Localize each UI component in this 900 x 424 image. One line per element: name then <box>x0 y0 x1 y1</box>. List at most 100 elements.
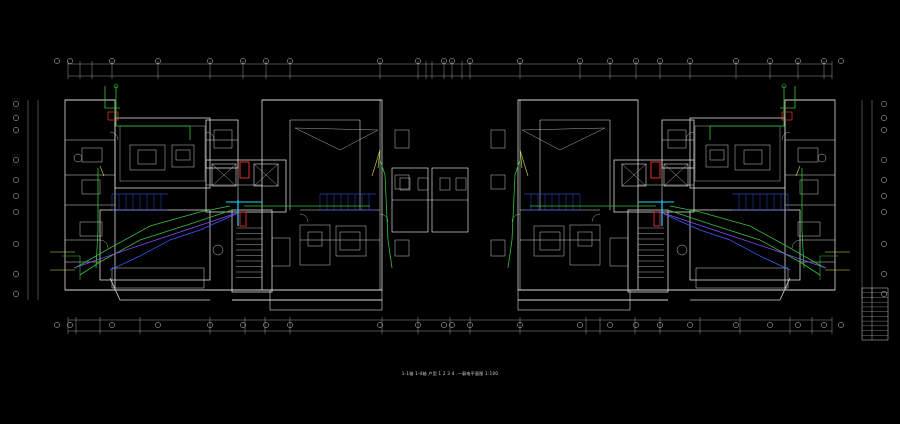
furniture-piece <box>171 144 195 168</box>
door-swing <box>379 213 389 223</box>
axis-bubble <box>795 322 801 328</box>
cable-run <box>95 168 99 269</box>
junction-box <box>781 111 793 121</box>
axis-bubble <box>240 322 246 328</box>
furniture-piece <box>335 225 367 257</box>
axis-bubble <box>467 322 473 328</box>
axis-bubble <box>155 58 161 64</box>
furniture-piece <box>490 239 506 257</box>
axis-bubble <box>881 177 887 183</box>
axis-bubble <box>795 58 801 64</box>
dimension-lines <box>27 61 873 334</box>
wall-line <box>663 163 689 187</box>
cable-run <box>795 165 801 177</box>
wall-rect <box>111 267 205 289</box>
wall-line <box>109 277 121 301</box>
axis-bubble <box>657 322 663 328</box>
wall-rect <box>205 119 239 169</box>
axis-bubble <box>207 58 213 64</box>
furniture-piece <box>394 239 410 257</box>
wall-line <box>779 277 791 301</box>
axis-bubble <box>67 58 73 64</box>
cable-run <box>371 149 381 177</box>
furniture-piece <box>137 149 157 165</box>
wall-line <box>521 127 606 131</box>
wall-rect <box>269 289 383 311</box>
axis-bubble <box>607 322 613 328</box>
wall-rect <box>64 99 116 291</box>
wall-line <box>521 129 561 151</box>
wall-outlines <box>50 83 850 311</box>
fixture-circle <box>676 244 688 256</box>
wall-rect <box>211 163 237 187</box>
central-core <box>391 167 469 233</box>
axis-bubble <box>657 58 663 64</box>
furniture-piece <box>734 144 771 171</box>
furniture-piece <box>271 237 291 267</box>
axis-bubble <box>881 209 887 215</box>
wall-rect <box>694 125 781 182</box>
fixture-circle <box>212 244 224 256</box>
axis-bubble <box>287 58 293 64</box>
axis-bubble <box>13 209 19 215</box>
wall-line <box>294 127 341 151</box>
wall-line <box>621 163 647 187</box>
axis-bubble <box>607 58 613 64</box>
furniture-piece <box>79 221 103 237</box>
fixture-circle <box>73 153 83 163</box>
junction-box <box>653 211 661 227</box>
furniture-piece <box>743 149 763 165</box>
wall-rect <box>114 117 211 189</box>
outlet-symbol <box>781 83 787 89</box>
axis-bubble <box>881 271 887 277</box>
wall-line <box>253 163 279 187</box>
axis-bubble <box>733 322 739 328</box>
axis-bubble <box>67 322 73 328</box>
axis-bubble <box>838 58 844 64</box>
cable-run <box>659 211 827 269</box>
wall-line <box>294 127 379 131</box>
furniture-piece <box>490 174 506 190</box>
core-fixture <box>417 177 429 191</box>
core-fixture <box>439 177 451 191</box>
axis-bubble <box>240 58 246 64</box>
left-unit <box>50 83 410 311</box>
axis-bubble <box>13 193 19 199</box>
furniture-piece <box>533 225 565 257</box>
axis-bubble <box>109 58 115 64</box>
axis-bubbles <box>13 58 887 328</box>
axis-bubble <box>13 177 19 183</box>
axis-bubble <box>687 322 693 328</box>
cable-run <box>819 255 838 280</box>
legend-table <box>861 287 889 341</box>
furniture-piece <box>339 231 361 251</box>
wall-line <box>211 163 237 187</box>
axis-bubble <box>207 322 213 328</box>
door-swing <box>109 131 119 141</box>
axis-bubble <box>263 322 269 328</box>
furniture-piece <box>175 149 191 161</box>
furniture-piece <box>299 224 331 266</box>
door-swing <box>791 239 801 249</box>
wall-rect <box>663 163 689 187</box>
door-swing <box>511 213 521 223</box>
axis-bubble <box>441 58 447 64</box>
axis-bubble <box>263 58 269 64</box>
wall-rect <box>689 209 801 281</box>
door-swing <box>99 239 109 249</box>
cable-run <box>709 86 785 140</box>
axis-bubble <box>13 291 19 297</box>
axis-bubble <box>881 101 887 107</box>
axis-bubble <box>377 58 383 64</box>
axis-bubble <box>881 241 887 247</box>
legend-frame <box>861 287 889 341</box>
cable-run <box>667 209 821 276</box>
junction-box <box>107 111 119 121</box>
axis-bubble <box>821 58 827 64</box>
furniture-piece <box>569 224 601 266</box>
cable-run <box>109 213 237 271</box>
cable-run <box>115 86 191 140</box>
axis-bubble <box>13 241 19 247</box>
axis-bubble <box>54 58 60 64</box>
